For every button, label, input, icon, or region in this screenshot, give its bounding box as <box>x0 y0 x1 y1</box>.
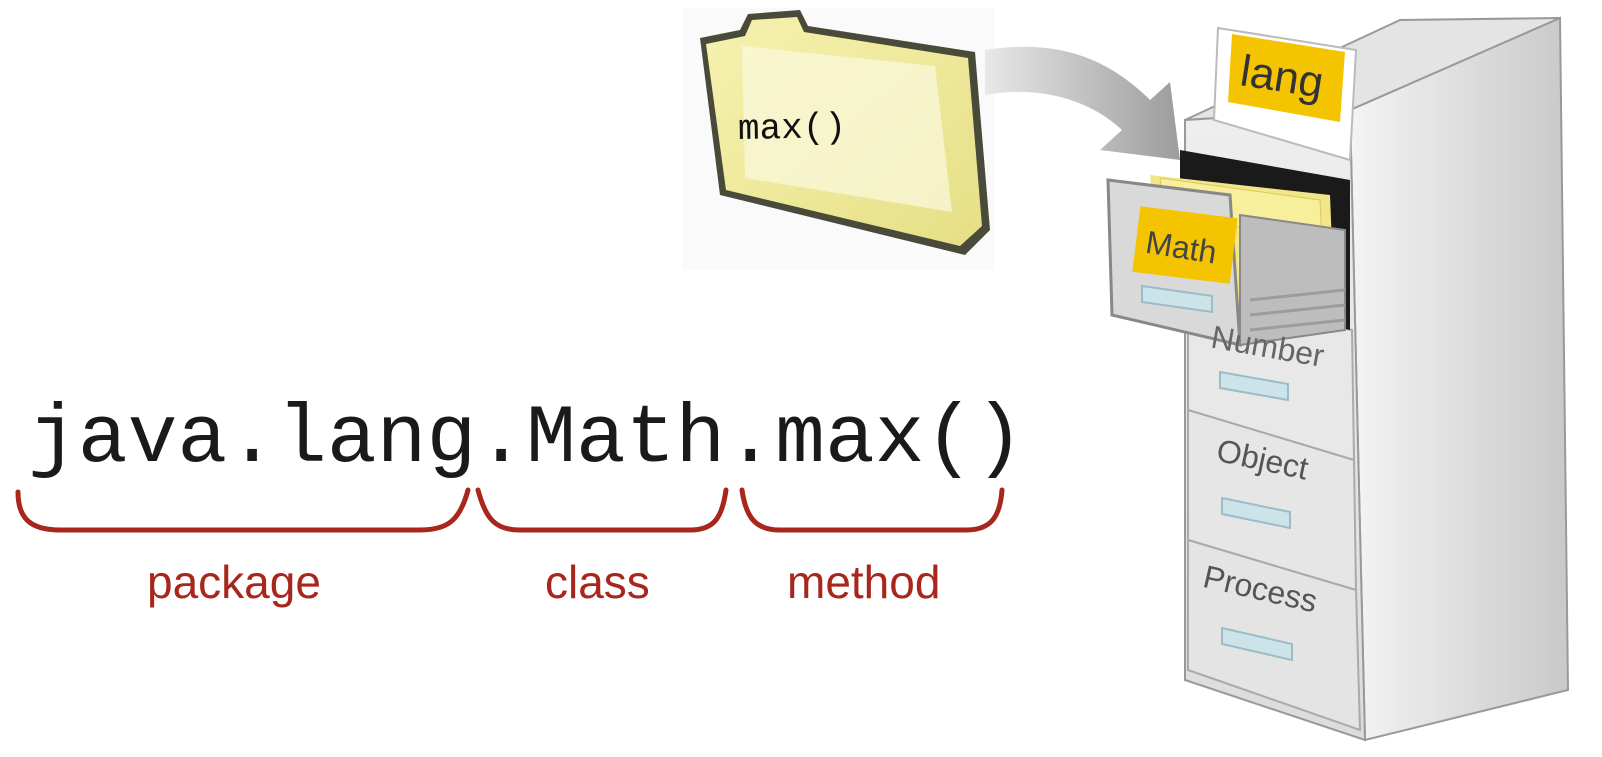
braces <box>15 487 1005 533</box>
drawer-handle-icon[interactable] <box>1221 626 1293 662</box>
qualified-name: java.lang.Math.max() <box>28 392 1024 486</box>
drawer-tag-math <box>1132 206 1238 284</box>
drawer-handle-icon[interactable] <box>1141 284 1213 314</box>
code-method: .max() <box>725 392 1025 486</box>
drawer-front-process <box>1187 538 1362 732</box>
open-drawer-math[interactable] <box>1106 150 1350 347</box>
drawer-handle-icon[interactable] <box>1219 370 1289 402</box>
label-package: package <box>147 556 321 608</box>
label-method: method <box>787 556 941 608</box>
brace-class <box>475 487 729 533</box>
drawer-handle-icon[interactable] <box>1221 496 1291 530</box>
cabinet-side <box>1348 16 1570 742</box>
folder-icon <box>700 10 990 255</box>
lang-tag-card <box>1212 26 1358 162</box>
code-package: java.lang <box>28 392 477 486</box>
brace-package <box>15 487 471 533</box>
label-class: class <box>545 556 650 608</box>
folder-label: max() <box>737 107 847 150</box>
code-class: .Math <box>476 392 726 486</box>
brace-method <box>739 487 1005 533</box>
curved-arrow-icon <box>985 46 1180 161</box>
